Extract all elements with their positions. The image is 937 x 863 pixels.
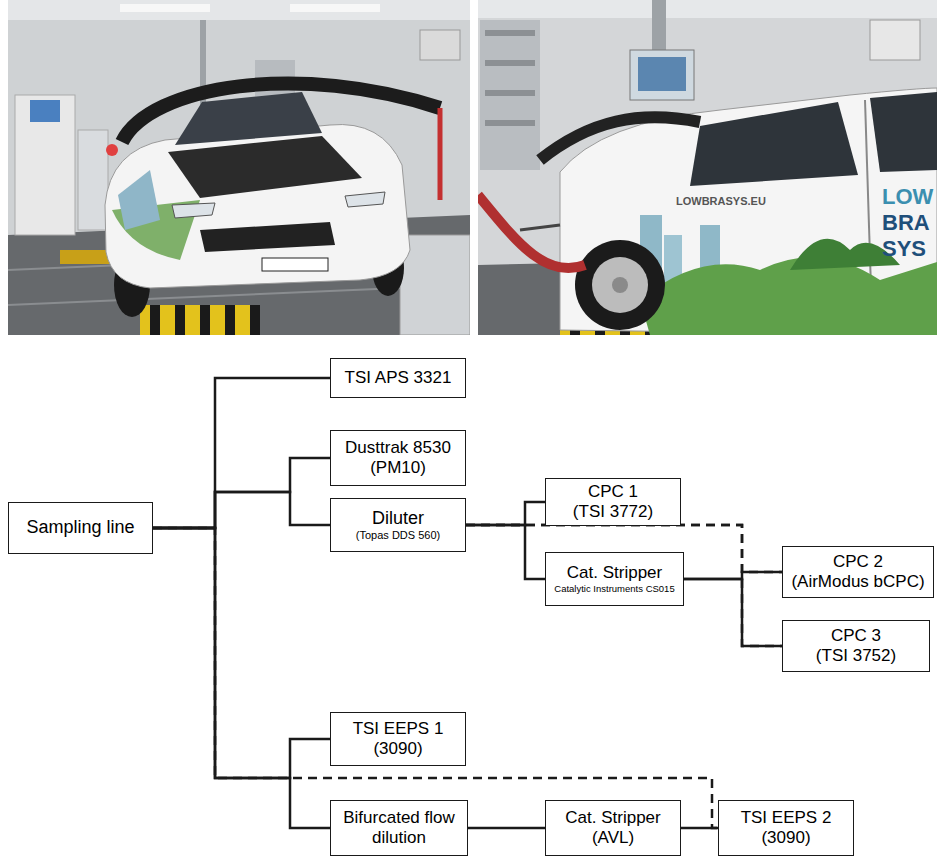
sample-line	[153, 492, 330, 528]
left-photo	[8, 0, 470, 335]
instrument-box: TSI APS 3321	[330, 358, 466, 398]
stripper-box: Cat. StripperCatalytic Instruments CS015	[545, 552, 684, 606]
sample-line	[466, 502, 545, 525]
box-title: Sampling line	[26, 517, 134, 538]
box-subtitle: (3090)	[373, 739, 422, 759]
diluter-box: Bifurcated flow dilution	[330, 800, 468, 856]
box-title: TSI APS 3321	[345, 368, 452, 388]
box-title: Cat. Stripper	[565, 808, 660, 828]
sample-line	[468, 827, 545, 830]
box-title: TSI EEPS 1	[353, 719, 444, 739]
box-title: TSI EEPS 2	[741, 808, 832, 828]
box-title: CPC 2	[833, 552, 883, 572]
sample-line	[153, 528, 330, 778]
instrument-box: TSI EEPS 2(3090)	[718, 800, 854, 856]
logo-text: BRA	[882, 212, 930, 234]
bypass-line	[466, 525, 782, 646]
counter-box: CPC 3(TSI 3752)	[782, 620, 930, 672]
sample-line	[466, 525, 545, 579]
counter-box: CPC 1(TSI 3772)	[545, 478, 681, 526]
sample-line	[681, 827, 718, 830]
box-subtitle: (AVL)	[592, 828, 634, 848]
box-title: CPC 3	[831, 626, 881, 646]
box-title: Diluter	[372, 508, 424, 529]
bypass-line	[153, 528, 718, 828]
box-subtitle: (PM10)	[370, 458, 426, 478]
box-subtitle: (3090)	[761, 828, 810, 848]
sample-line	[153, 378, 330, 528]
sample-line	[153, 528, 330, 828]
box-subtitle: (TSI 3752)	[816, 646, 896, 666]
logo-text: SYS	[882, 238, 926, 260]
box-title: CPC 1	[588, 482, 638, 502]
logo-text: LOW	[882, 186, 933, 208]
source-box: Sampling line	[8, 502, 153, 554]
sample-line	[153, 458, 330, 528]
stripper-box: Cat. Stripper(AVL)	[545, 800, 681, 856]
box-title: Bifurcated flow dilution	[338, 808, 460, 848]
sample-line	[684, 579, 782, 646]
box-subtitle: (TSI 3772)	[573, 502, 653, 522]
instrument-box: Dusttrak 8530(PM10)	[330, 430, 466, 486]
box-subtitle: (AirModus bCPC)	[791, 572, 924, 592]
box-subtitle: Catalytic Instruments CS015	[554, 583, 674, 594]
box-title: Cat. Stripper	[567, 563, 662, 583]
box-subtitle: (Topas DDS 560)	[356, 529, 440, 542]
right-photo	[478, 0, 937, 335]
logo-text: LOWBRASYS.EU	[676, 196, 766, 207]
diluter-box: Diluter(Topas DDS 560)	[330, 498, 466, 552]
box-title: Dusttrak 8530	[345, 438, 451, 458]
instrument-box: TSI EEPS 1(3090)	[330, 712, 466, 766]
counter-box: CPC 2(AirModus bCPC)	[782, 546, 934, 598]
